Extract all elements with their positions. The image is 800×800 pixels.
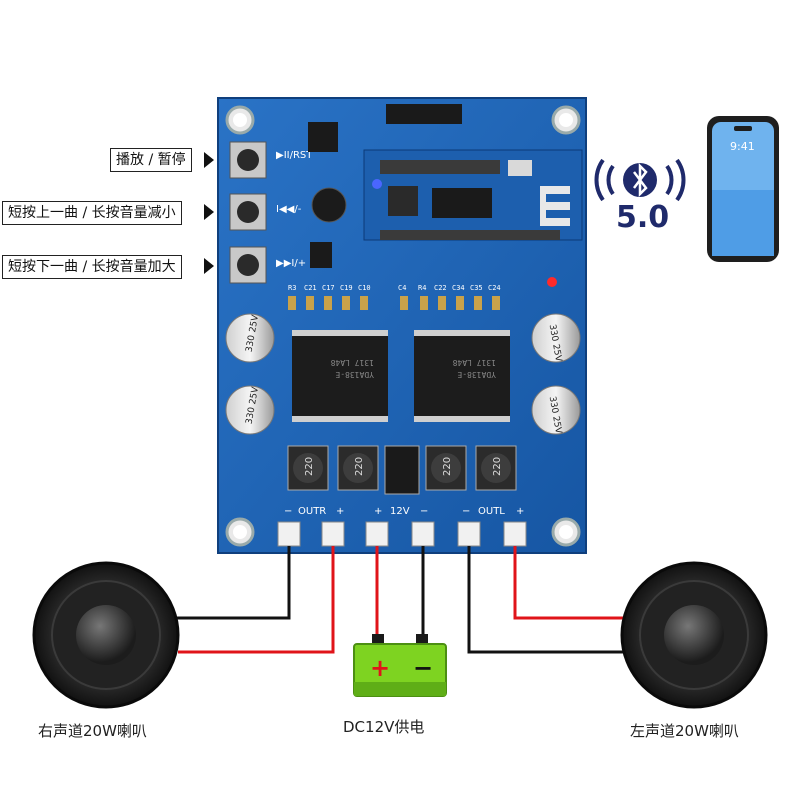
smd-row bbox=[288, 296, 500, 310]
svg-text:220: 220 bbox=[304, 457, 315, 476]
svg-text:C24: C24 bbox=[488, 284, 501, 292]
capacitor-bottom-right: 330 25V bbox=[531, 385, 581, 435]
svg-text:1317 LA48: 1317 LA48 bbox=[452, 358, 496, 367]
svg-text:R4: R4 bbox=[418, 284, 426, 292]
svg-text:+: + bbox=[516, 506, 524, 517]
bluetooth-version: 5.0 bbox=[616, 200, 670, 235]
battery: + − bbox=[353, 634, 447, 697]
wire-outl-positive bbox=[513, 546, 624, 620]
button-mark: ▶▶I/+ bbox=[276, 258, 306, 269]
svg-text:C10: C10 bbox=[358, 284, 371, 292]
top-ic bbox=[386, 104, 462, 124]
svg-text:C35: C35 bbox=[470, 284, 483, 292]
svg-text:−: − bbox=[284, 506, 292, 517]
svg-text:220: 220 bbox=[442, 457, 453, 476]
prev-volume-down-button[interactable]: I◀◀/- bbox=[229, 193, 302, 231]
svg-text:C19: C19 bbox=[340, 284, 353, 292]
next-volume-up-button[interactable]: ▶▶I/+ bbox=[229, 246, 306, 284]
status-led bbox=[547, 277, 557, 287]
svg-text:−: − bbox=[420, 506, 428, 517]
small-capacitor bbox=[311, 187, 347, 223]
svg-text:C17: C17 bbox=[322, 284, 335, 292]
terminal-label-outl: OUTL bbox=[478, 506, 505, 517]
callout-arrows bbox=[204, 152, 214, 274]
right-channel-speaker bbox=[32, 561, 180, 709]
button-callout-play-pause: 播放 / 暂停 bbox=[110, 148, 192, 172]
battery-plus: + bbox=[370, 654, 390, 682]
wire-outr-negative bbox=[175, 546, 291, 620]
bluetooth-icon bbox=[594, 158, 686, 202]
capacitor-bottom-left: 330 25V bbox=[225, 385, 275, 435]
svg-text:C22: C22 bbox=[434, 284, 447, 292]
bluetooth-module bbox=[363, 149, 583, 241]
svg-text:R3: R3 bbox=[288, 284, 296, 292]
svg-text:+: + bbox=[374, 506, 382, 517]
battery-minus: − bbox=[413, 654, 433, 682]
wire-outr-positive bbox=[178, 546, 335, 654]
button-mark: ▶II/RST bbox=[276, 150, 313, 161]
smartphone: 9:41 bbox=[707, 116, 779, 262]
svg-text:YDA138-E: YDA138-E bbox=[457, 370, 496, 379]
capacitor-top-right: 330 25V bbox=[531, 313, 581, 363]
amplifier-board: ▶II/RST I◀◀/- ▶▶I/+ bbox=[217, 97, 587, 554]
button-mark: I◀◀/- bbox=[276, 204, 302, 215]
wires bbox=[175, 546, 624, 654]
inductors: 220 220 220 220 bbox=[287, 445, 517, 495]
phone-time: 9:41 bbox=[730, 140, 755, 153]
wire-outl-negative bbox=[467, 546, 624, 654]
screw-terminals bbox=[277, 521, 527, 547]
terminal-label-outr: OUTR bbox=[298, 506, 326, 517]
button-callout-next-volume-up: 短按下一曲 / 长按音量加大 bbox=[2, 255, 182, 279]
svg-text:C4: C4 bbox=[398, 284, 406, 292]
capacitor-top-left: 330 25V bbox=[225, 313, 275, 363]
svg-text:YDA138-E: YDA138-E bbox=[335, 370, 374, 379]
svg-text:220: 220 bbox=[354, 457, 365, 476]
left-channel-speaker bbox=[620, 561, 768, 709]
svg-text:220: 220 bbox=[492, 457, 503, 476]
svg-text:+: + bbox=[336, 506, 344, 517]
svg-text:1317 LA48: 1317 LA48 bbox=[330, 358, 374, 367]
svg-text:C21: C21 bbox=[304, 284, 317, 292]
small-ic bbox=[310, 242, 332, 268]
caption-power: DC12V供电 bbox=[343, 718, 425, 736]
amplifier-chip-right: YDA138-E 1317 LA48 bbox=[292, 330, 388, 422]
svg-text:−: − bbox=[462, 506, 470, 517]
play-pause-button[interactable]: ▶II/RST bbox=[229, 141, 313, 179]
mounting-holes bbox=[225, 105, 581, 547]
terminal-label-power: 12V bbox=[390, 506, 410, 517]
small-ic bbox=[308, 122, 338, 152]
caption-right-speaker: 右声道20W喇叭 bbox=[38, 722, 147, 740]
caption-left-speaker: 左声道20W喇叭 bbox=[630, 722, 739, 740]
button-callout-prev-volume-down: 短按上一曲 / 长按音量减小 bbox=[2, 201, 182, 225]
svg-text:C34: C34 bbox=[452, 284, 465, 292]
amplifier-chip-left: YDA138-E 1317 LA48 bbox=[414, 330, 510, 422]
silkscreen-labels: R3 C21 C17 C19 C10 C4 R4 C22 C34 C35 C24 bbox=[288, 284, 501, 292]
